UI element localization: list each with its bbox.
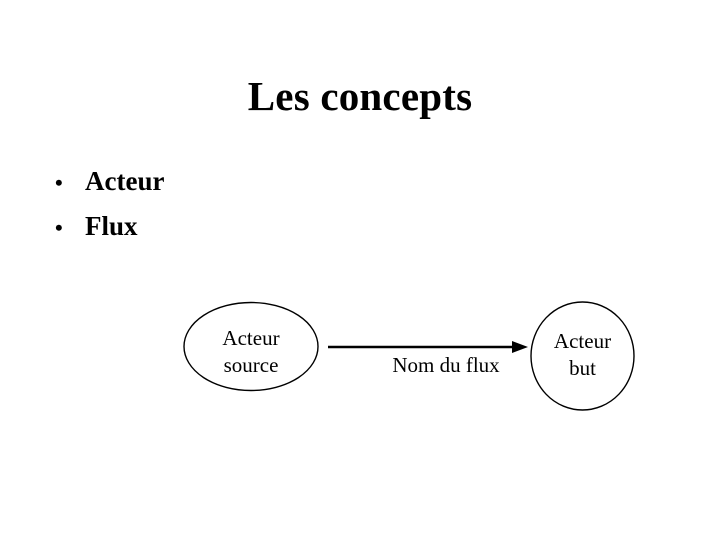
node-source-line2: source: [224, 353, 279, 377]
bullet-label-flux: Flux: [85, 211, 138, 241]
node-acteur-but: Acteur but: [530, 301, 635, 411]
page-title: Les concepts: [247, 73, 473, 119]
bullet-point-icon: •: [55, 215, 63, 240]
list-item: • Flux: [55, 211, 475, 256]
node-acteur-source: Acteur source: [183, 301, 319, 392]
node-target-line2: but: [569, 356, 596, 380]
flow-label: Nom du flux: [392, 353, 500, 377]
flow-arrowhead-icon: [512, 341, 528, 353]
list-item: • Acteur: [55, 166, 475, 211]
bullet-label-acteur: Acteur: [85, 166, 165, 196]
bullet-list: • Acteur • Flux: [55, 166, 475, 256]
bullet-point-icon: •: [55, 170, 63, 195]
flow-arrow: [328, 341, 528, 353]
node-source-line1: Acteur: [222, 326, 279, 350]
node-target-line1: Acteur: [554, 329, 611, 353]
